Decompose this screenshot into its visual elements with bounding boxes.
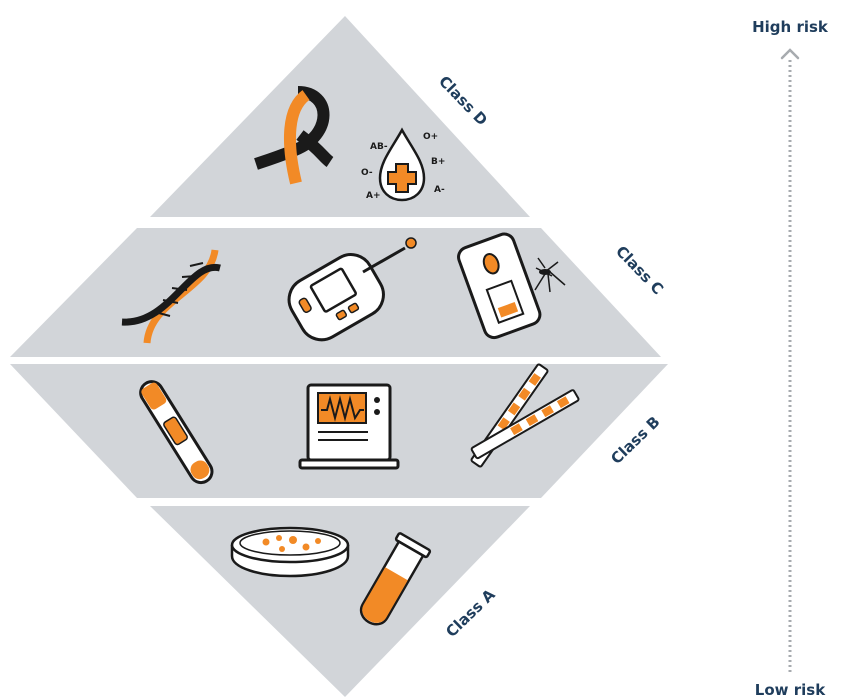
risk-axis-arrowhead [780,48,800,60]
blood-type-a-pos: A+ [366,191,381,201]
test-tube-icon [359,532,432,626]
awareness-ribbon-icon [254,86,334,185]
blood-type-b-pos: B+ [431,157,445,167]
band-class-d [150,16,530,217]
class-d-label: Class D [435,72,491,129]
dna-icon [121,249,221,344]
class-a-label: Class A [442,585,499,641]
blood-type-o-neg: O- [361,168,373,178]
petri-dish-icon [230,526,350,578]
class-b-label: Class B [607,413,663,468]
mosquito-test-icon [457,232,566,340]
test-strips-icon [470,363,580,468]
blood-drop-icon: AB- O+ O- B+ A+ A- [361,127,445,202]
high-risk-label: High risk [752,18,829,36]
blood-type-ab-neg: AB- [370,142,388,152]
blood-type-o-pos: O+ [423,132,438,142]
class-c-label: Class C [612,242,667,298]
monitor-icon [298,383,400,470]
blood-type-a-neg: A- [434,185,445,195]
low-risk-label: Low risk [755,681,826,699]
pregnancy-test-icon [139,380,214,485]
glucose-meter-icon [287,237,417,342]
